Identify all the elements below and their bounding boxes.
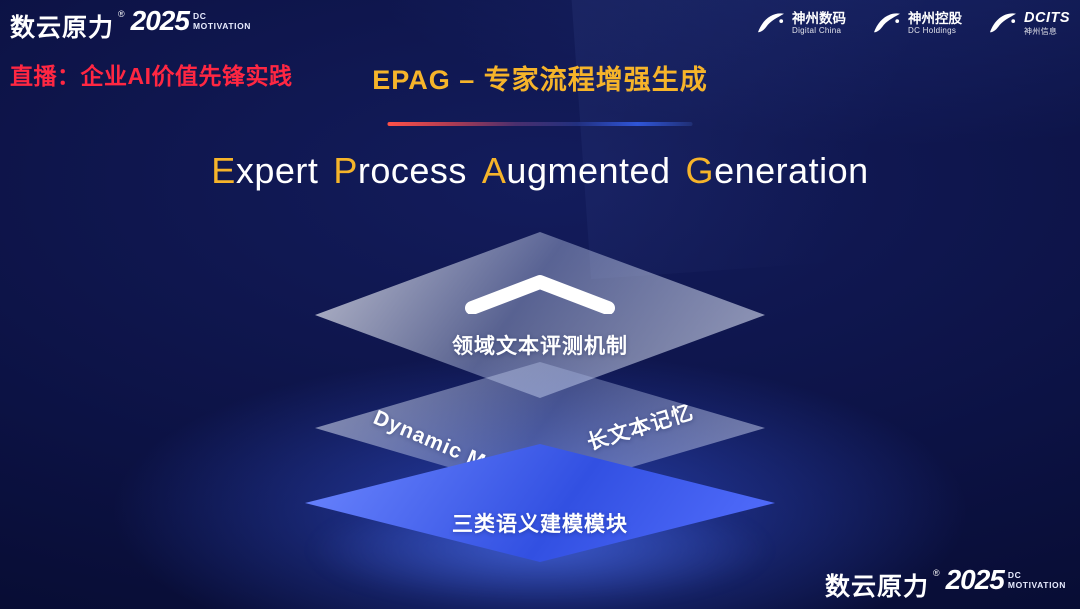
partner-subtitle: Digital China bbox=[792, 26, 842, 36]
brand-name: 数云原力 bbox=[824, 573, 929, 601]
brand-year: 2025 bbox=[945, 564, 1005, 595]
layer-label: 领域文本评测机制 bbox=[452, 335, 628, 358]
brand-subtext: DC MOTIVATION bbox=[1007, 570, 1066, 591]
partner-logo-dcits: DCITS 神州信息 bbox=[988, 10, 1070, 36]
brand-subtext: DC MOTIVATION bbox=[192, 11, 252, 32]
brand-year: 2025 bbox=[130, 5, 190, 36]
title-divider bbox=[387, 122, 693, 126]
chevron-up-icon bbox=[460, 274, 620, 319]
title-word: Expert bbox=[211, 150, 319, 191]
title-word: Generation bbox=[685, 150, 869, 191]
layer-stack-diagram: 领域文本评测机制 Dynamic MOE 长文本记忆 三类语义建模模块 bbox=[305, 232, 775, 577]
slide-title-en: Expert Process Augmented Generation bbox=[211, 150, 868, 192]
stack-layer-semantic-modeling: 三类语义建模模块 bbox=[305, 444, 775, 562]
partner-subtitle: DC Holdings bbox=[908, 26, 957, 36]
title-word: Augmented bbox=[481, 150, 671, 191]
layer-label: 三类语义建模模块 bbox=[452, 513, 628, 536]
swoosh-icon bbox=[988, 10, 1018, 36]
registered-mark: ® bbox=[932, 568, 940, 578]
brand-sub-top: DC bbox=[1007, 570, 1022, 580]
brand-sub-bottom: MOTIVATION bbox=[1007, 579, 1066, 590]
partner-name: 神州控股 bbox=[908, 10, 962, 26]
brand-logo-top-left: 数云原力 ® 2025 DC MOTIVATION bbox=[10, 5, 252, 44]
partner-logos: 神州数码 Digital China 神州控股 DC Holdings DCIT… bbox=[756, 10, 1070, 36]
partner-logo-digital-china: 神州数码 Digital China bbox=[756, 10, 846, 36]
swoosh-icon bbox=[756, 10, 786, 36]
brand-sub-top: DC bbox=[192, 11, 207, 21]
title-word: Process bbox=[333, 150, 467, 191]
brand-name: 数云原力 bbox=[10, 14, 115, 42]
partner-name: 神州数码 bbox=[792, 10, 846, 26]
partner-logo-dc-holdings: 神州控股 DC Holdings bbox=[872, 10, 962, 36]
swoosh-icon bbox=[872, 10, 902, 36]
registered-mark: ® bbox=[118, 9, 125, 19]
slide-title-cn: EPAG – 专家流程增强生成 bbox=[372, 65, 708, 95]
layer-label-long-text-memory: 长文本记忆 bbox=[584, 400, 697, 455]
live-banner: 直播：企业AI价值先锋实践 bbox=[10, 63, 293, 89]
brand-sub-bottom: MOTIVATION bbox=[192, 20, 252, 31]
partner-subtitle: 神州信息 bbox=[1024, 26, 1058, 36]
brand-logo-bottom-right: 数云原力 ® 2025 DC MOTIVATION bbox=[824, 564, 1066, 603]
partner-name: DCITS bbox=[1024, 10, 1070, 27]
